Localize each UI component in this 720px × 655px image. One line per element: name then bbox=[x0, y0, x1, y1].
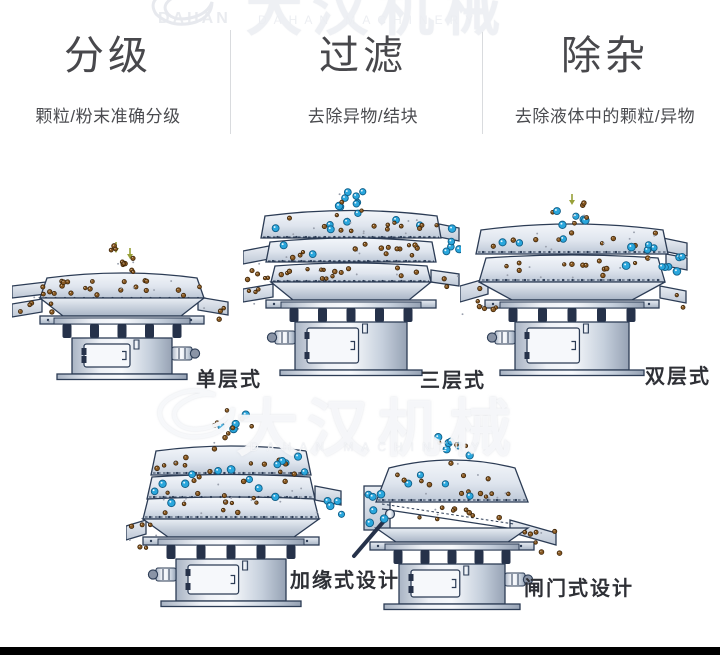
springs bbox=[157, 538, 305, 559]
feature-subtitle-filtering: 去除异物/结块 bbox=[307, 107, 419, 126]
base-flange bbox=[160, 600, 302, 608]
skirt-cone bbox=[140, 518, 322, 538]
machine-label-edge-rim: 加缘式设计 bbox=[290, 570, 400, 592]
mesh-lines bbox=[378, 498, 526, 530]
springs bbox=[53, 317, 191, 338]
inlet-arrows bbox=[569, 194, 575, 205]
screen-decks bbox=[475, 223, 669, 283]
screen-decks bbox=[39, 272, 205, 299]
screen-decks bbox=[375, 459, 529, 503]
base-cylinder bbox=[147, 558, 287, 602]
particle-field bbox=[461, 200, 686, 316]
machine-illustration-three-layer bbox=[243, 188, 461, 377]
dahan-swirl-logo-icon bbox=[151, 0, 214, 26]
base-cylinder bbox=[398, 563, 534, 605]
machine-illustration-double-layer bbox=[460, 194, 688, 377]
machine-label-double-layer: 双层式 bbox=[645, 366, 711, 388]
base-flange bbox=[383, 603, 521, 611]
base-cylinder bbox=[266, 321, 408, 371]
particle-field bbox=[364, 433, 563, 556]
base-flange bbox=[499, 369, 645, 377]
outlet-chutes bbox=[460, 237, 688, 304]
springs bbox=[280, 301, 422, 322]
mesh-lines bbox=[263, 235, 439, 283]
feature-column-grading: 分级 颗粒/粉末准确分级 bbox=[18, 36, 198, 127]
base-cylinder bbox=[486, 321, 630, 371]
base-cylinder bbox=[71, 337, 201, 375]
particle-field bbox=[244, 188, 461, 305]
machine-label-gate-type: 闸门式设计 bbox=[524, 578, 634, 600]
springs bbox=[384, 543, 520, 564]
machine-illustration-edge-rim bbox=[126, 408, 346, 608]
watermark-top-en: DAHAN MACHINERY bbox=[258, 13, 481, 27]
base-flange bbox=[279, 369, 423, 377]
machine-label-three-layer: 三层式 bbox=[420, 370, 486, 392]
screen-decks bbox=[142, 445, 320, 520]
springs bbox=[499, 301, 645, 322]
feature-title-grading: 分级 bbox=[64, 34, 152, 78]
skirt-cone bbox=[269, 281, 433, 301]
bottom-bar bbox=[0, 647, 720, 655]
feature-column-impurity-removal: 除杂 去除液体中的颗粒/异物 bbox=[497, 36, 713, 127]
machine-illustration-gate-type bbox=[352, 433, 563, 611]
feature-column-filtering: 过滤 去除异物/结块 bbox=[273, 36, 453, 127]
mesh-lines bbox=[478, 250, 666, 282]
feature-title-impurity-removal: 除杂 bbox=[561, 34, 649, 78]
base-flange bbox=[56, 373, 188, 381]
watermark-top-brand: DAHAN bbox=[158, 10, 231, 27]
skirt-cone bbox=[38, 297, 206, 317]
skirt-cone bbox=[478, 281, 666, 301]
header-divider-1 bbox=[230, 30, 231, 134]
feature-subtitle-grading: 颗粒/粉末准确分级 bbox=[35, 107, 181, 126]
machine-label-single-layer: 单层式 bbox=[196, 369, 262, 391]
skirt-cone bbox=[373, 527, 531, 543]
particle-field bbox=[18, 243, 226, 323]
machine-illustration-single-layer bbox=[12, 242, 229, 381]
feature-title-filtering: 过滤 bbox=[319, 34, 407, 78]
feature-subtitle-impurity-removal: 去除液体中的颗粒/异物 bbox=[514, 107, 696, 126]
header-divider-2 bbox=[482, 30, 483, 134]
